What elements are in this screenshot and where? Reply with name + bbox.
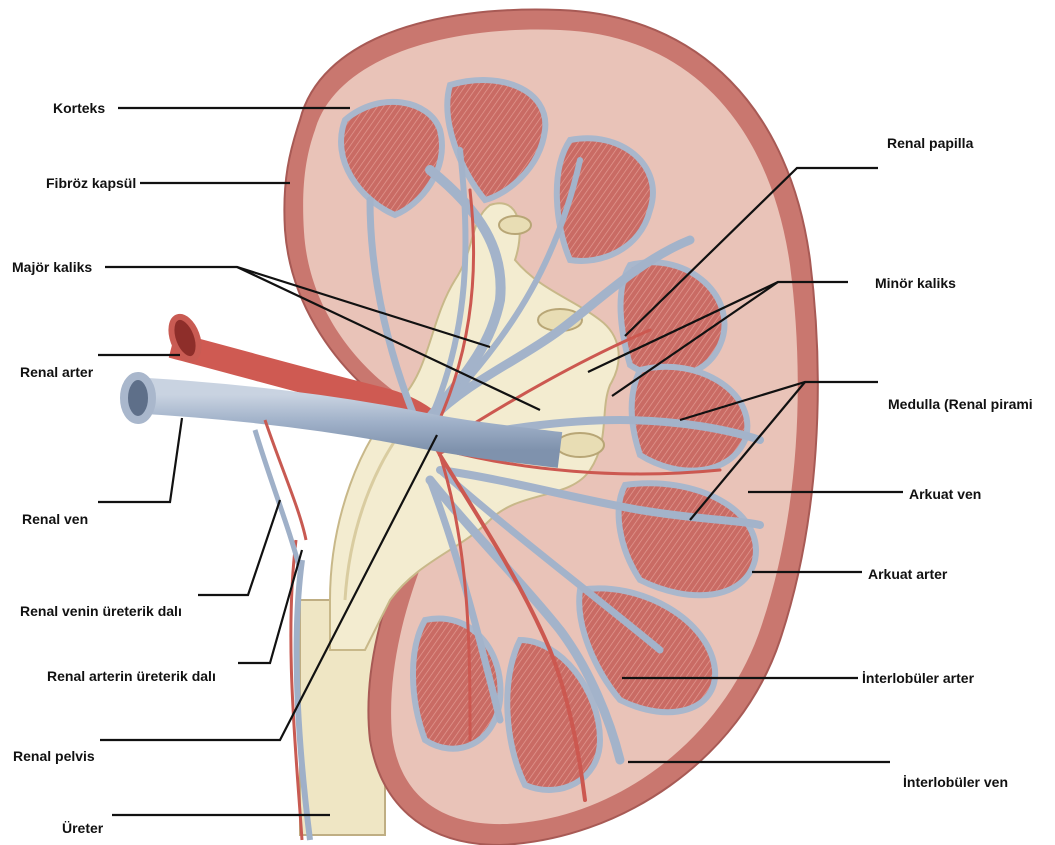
label-interlobuler-ven: İnterlobüler ven <box>903 774 1008 790</box>
label-medulla: Medulla (Renal pirami <box>888 396 1033 412</box>
renal-vein-opening <box>124 376 152 420</box>
label-fibroz-kapsul: Fibröz kapsül <box>46 175 136 191</box>
label-arkuat-arter: Arkuat arter <box>868 566 947 582</box>
label-renal-papilla: Renal papilla <box>887 135 973 151</box>
label-arkuat-ven: Arkuat ven <box>909 486 981 502</box>
leader-renal-ven <box>98 418 182 502</box>
label-renal-arter: Renal arter <box>20 364 93 380</box>
label-minor-kaliks: Minör kaliks <box>875 275 956 291</box>
label-renal-arterin-ureterik-dali: Renal arterin üreterik dalı <box>47 668 216 684</box>
calyx-cup-1 <box>499 216 531 234</box>
label-renal-pelvis: Renal pelvis <box>13 748 95 764</box>
label-major-kaliks: Majör kaliks <box>12 259 92 275</box>
label-interlobuler-arter: İnterlobüler arter <box>862 670 974 686</box>
label-korteks: Korteks <box>53 100 105 116</box>
label-ureter: Üreter <box>62 820 103 836</box>
label-renal-ven: Renal ven <box>22 511 88 527</box>
calyx-cup-3 <box>556 433 604 457</box>
leader-renal-venin-ureterik-dali <box>198 500 280 595</box>
label-renal-venin-ureterik-dali: Renal venin üreterik dalı <box>20 603 182 619</box>
